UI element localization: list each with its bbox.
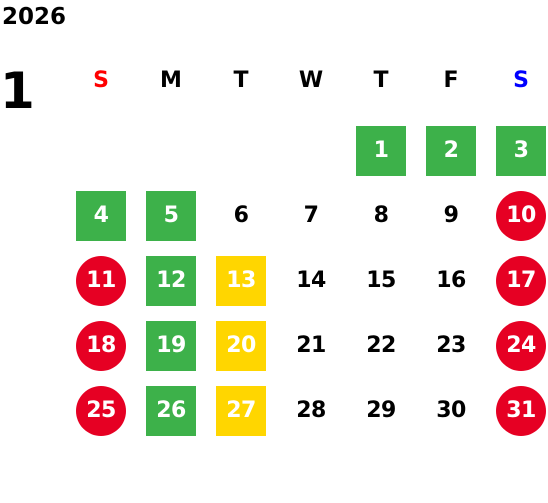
calendar-cell [66,118,136,183]
calendar-day-24[interactable]: 24 [496,320,546,371]
calendar-day-3[interactable]: 3 [496,125,546,176]
calendar-cell: 12 [136,248,206,313]
calendar-day-21[interactable]: 21 [296,333,326,358]
calendar-day-31[interactable]: 31 [496,385,546,436]
calendar-day-13[interactable]: 13 [216,255,266,306]
weekday-header-5: F [443,68,459,93]
month-label: 1 [0,62,35,120]
calendar-cell: 14 [276,248,346,313]
calendar-cell: 17 [486,248,548,313]
calendar-cell: 23 [416,313,486,378]
calendar-cell: 28 [276,378,346,443]
calendar-cell: 3 [486,118,548,183]
calendar-day-12[interactable]: 12 [146,255,196,306]
calendar-day-16[interactable]: 16 [436,268,466,293]
calendar-day-4[interactable]: 4 [76,190,126,241]
calendar-day-1[interactable]: 1 [356,125,406,176]
calendar-cell: 11 [66,248,136,313]
weekday-header-2: T [233,68,249,93]
calendar-day-23[interactable]: 23 [436,333,466,358]
weekday-header-1: M [160,68,182,93]
calendar-cell: 7 [276,183,346,248]
calendar-cell: 13 [206,248,276,313]
calendar-day-10[interactable]: 10 [496,190,546,241]
calendar-cell: 15 [346,248,416,313]
weekday-header-6: S [513,68,529,93]
weekday-header-3: W [298,68,324,93]
calendar-cell [276,118,346,183]
calendar-day-8[interactable]: 8 [373,203,389,228]
calendar-day-2[interactable]: 2 [426,125,476,176]
calendar-cell: 18 [66,313,136,378]
weekday-header-4: T [373,68,389,93]
calendar-cell: 30 [416,378,486,443]
calendar-day-14[interactable]: 14 [296,268,326,293]
calendar-day-29[interactable]: 29 [366,398,396,423]
calendar-day-18[interactable]: 18 [76,320,126,371]
calendar-cell: 31 [486,378,548,443]
calendar-day-7[interactable]: 7 [303,203,319,228]
calendar-day-9[interactable]: 9 [443,203,459,228]
calendar-cell: 9 [416,183,486,248]
calendar-day-30[interactable]: 30 [436,398,466,423]
calendar-cell: 27 [206,378,276,443]
calendar-cell [136,118,206,183]
calendar-cell: 20 [206,313,276,378]
calendar-cell: 29 [346,378,416,443]
weekday-header-0: S [93,68,109,93]
calendar-day-5[interactable]: 5 [146,190,196,241]
calendar-day-11[interactable]: 11 [76,255,126,306]
calendar-cell: 2 [416,118,486,183]
calendar-cell: 22 [346,313,416,378]
calendar-cell: 19 [136,313,206,378]
calendar-day-20[interactable]: 20 [216,320,266,371]
calendar-cell: 5 [136,183,206,248]
calendar-day-22[interactable]: 22 [366,333,396,358]
calendar-day-26[interactable]: 26 [146,385,196,436]
calendar-cell: 25 [66,378,136,443]
calendar-cell: 16 [416,248,486,313]
calendar-day-15[interactable]: 15 [366,268,396,293]
calendar-day-28[interactable]: 28 [296,398,326,423]
calendar-cell: 24 [486,313,548,378]
calendar-day-27[interactable]: 27 [216,385,266,436]
year-label: 2026 [2,4,67,30]
calendar-cell: 1 [346,118,416,183]
calendar-day-6[interactable]: 6 [233,203,249,228]
calendar-cell: 21 [276,313,346,378]
calendar-cell: 4 [66,183,136,248]
calendar-day-17[interactable]: 17 [496,255,546,306]
calendar-day-25[interactable]: 25 [76,385,126,436]
calendar-cell: 6 [206,183,276,248]
calendar-day-19[interactable]: 19 [146,320,196,371]
calendar-cell: 8 [346,183,416,248]
calendar-cell: 26 [136,378,206,443]
calendar-cell: 10 [486,183,548,248]
calendar-cell [206,118,276,183]
